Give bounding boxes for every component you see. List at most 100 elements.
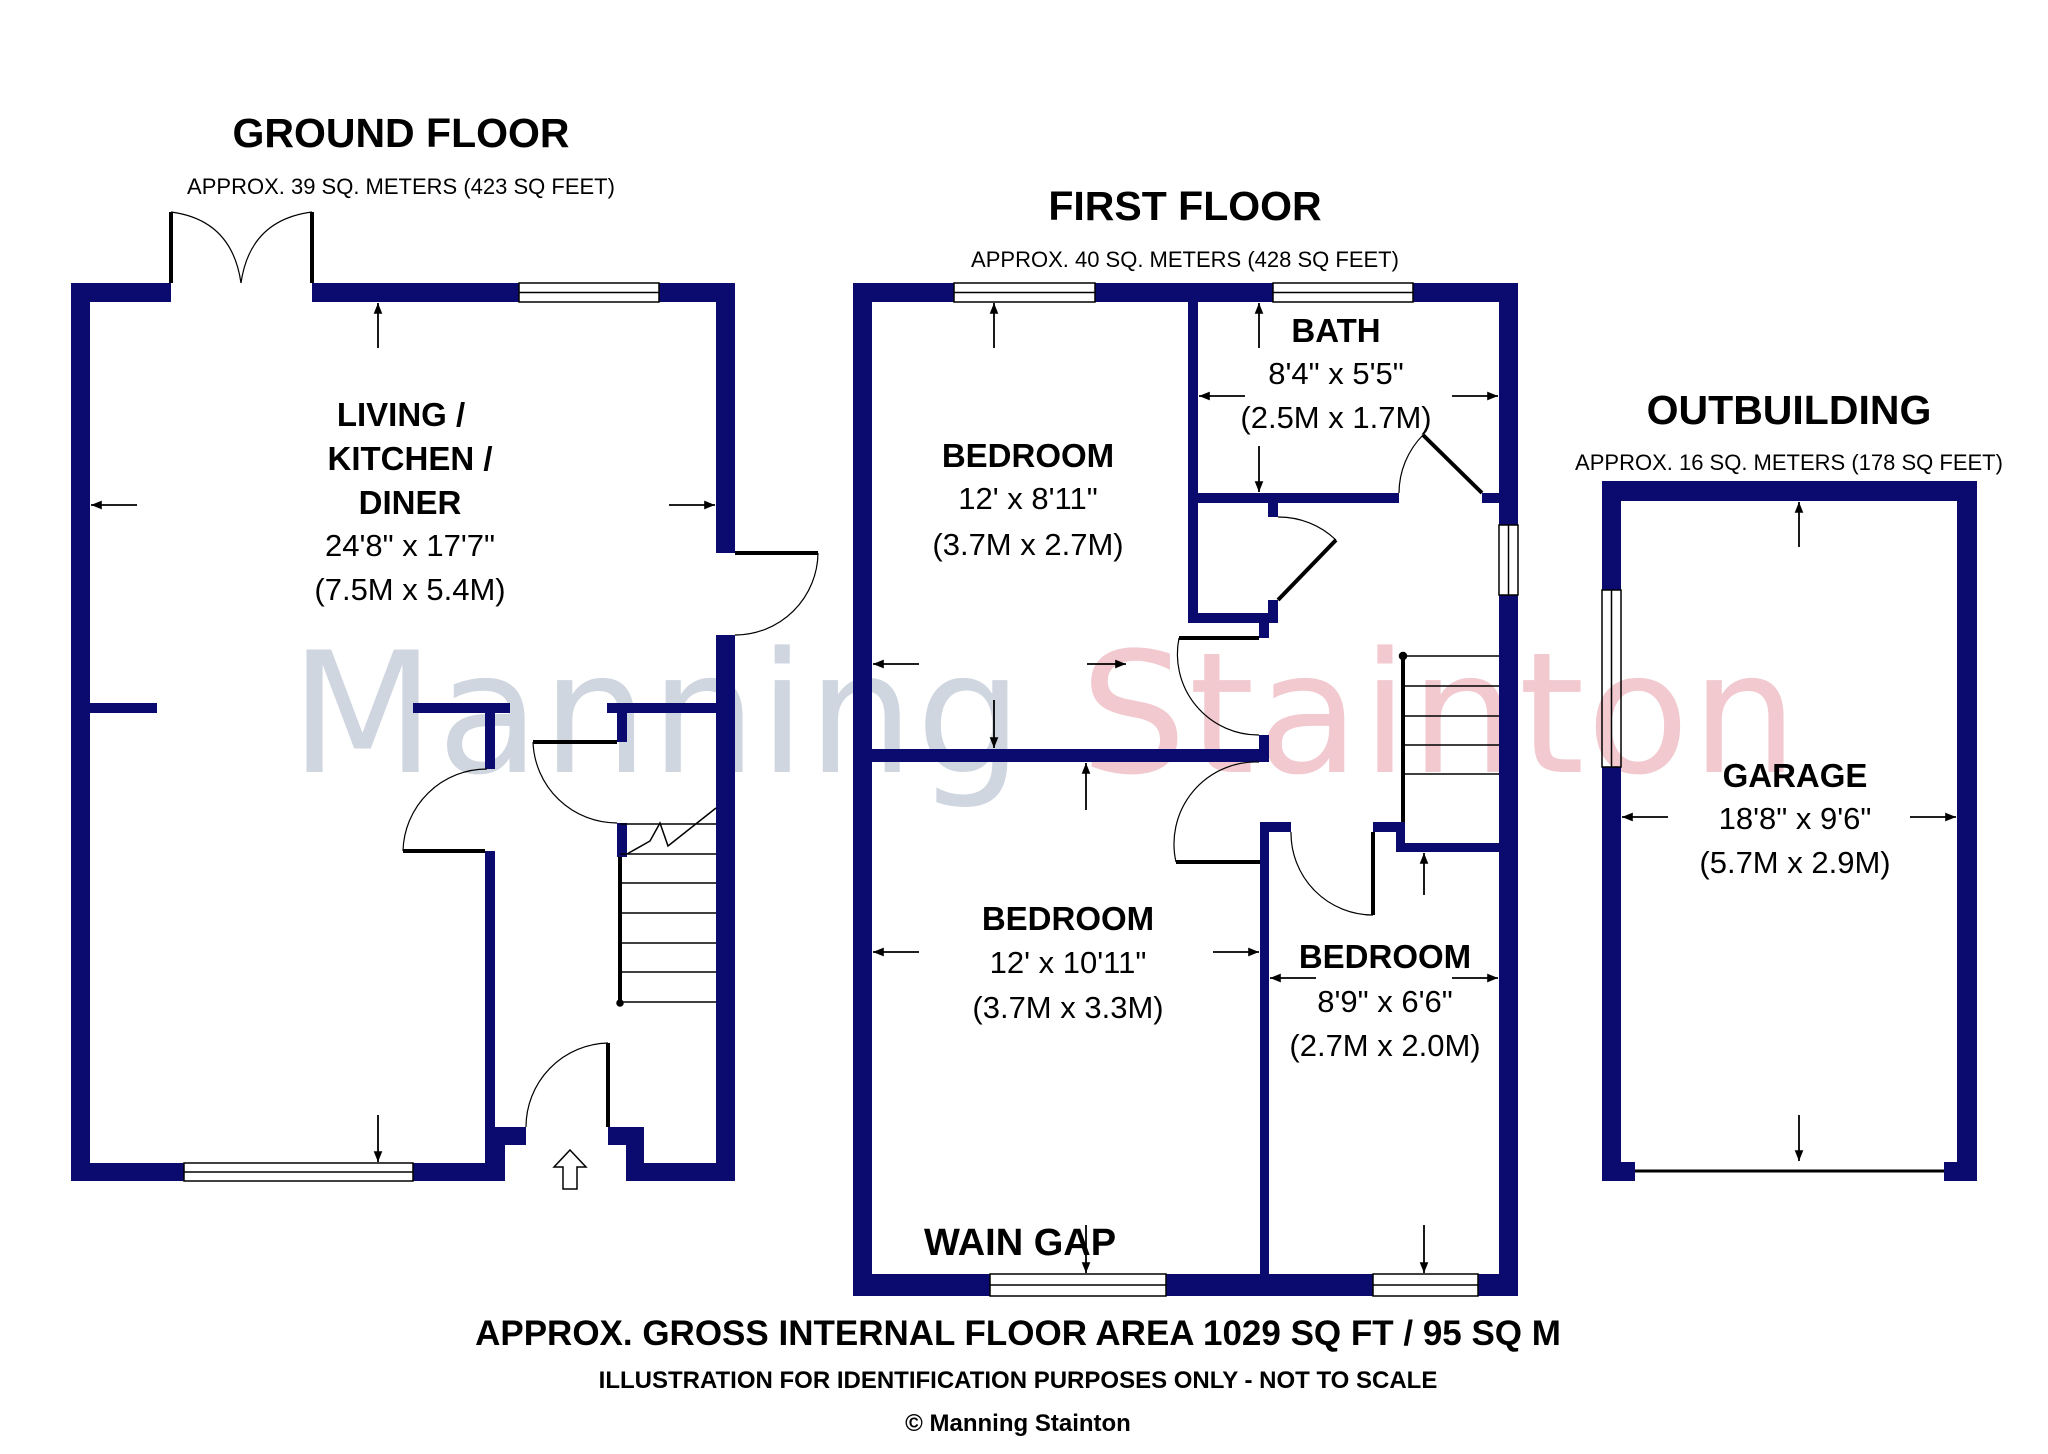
- wall: [1602, 767, 1621, 1181]
- wall: [1268, 503, 1278, 517]
- wall: [1188, 283, 1198, 623]
- wall: [716, 635, 735, 1181]
- ground-floor-area: APPROX. 39 SQ. METERS (423 SQ FEET): [187, 174, 615, 199]
- side-door: [734, 551, 819, 636]
- first-floor-fixtures: [873, 282, 1519, 1297]
- wall: [1259, 613, 1269, 638]
- disclaimer: ILLUSTRATION FOR IDENTIFICATION PURPOSES…: [598, 1367, 1438, 1394]
- room-dimensions-metric: (7.5M x 5.4M): [314, 572, 506, 607]
- wall: [90, 703, 157, 713]
- room-dimensions-metric: (3.7M x 3.3M): [972, 990, 1164, 1025]
- bedroom-door: [1176, 636, 1260, 736]
- room-name: LIVING /: [336, 396, 466, 433]
- watermark-word-stainton: Stainton: [1080, 616, 1800, 812]
- room-dimensions-imperial: 24'8" x 17'7": [324, 528, 496, 563]
- room-name: KITCHEN /: [327, 440, 493, 477]
- wall: [1602, 1162, 1635, 1181]
- wall: [626, 1163, 735, 1181]
- wall: [1166, 1274, 1373, 1296]
- wall: [485, 851, 495, 1127]
- wall: [485, 703, 495, 769]
- wall: [853, 283, 872, 1296]
- wall: [626, 1127, 644, 1181]
- wall: [1095, 283, 1273, 302]
- window: [953, 282, 1519, 1297]
- wall: [312, 283, 519, 302]
- hallway-door: [532, 740, 618, 824]
- french-doors: [169, 211, 314, 284]
- gross-floor-area: APPROX. GROSS INTERNAL FLOOR AREA 1029 S…: [475, 1314, 1561, 1353]
- room-name: BEDROOM: [981, 900, 1155, 937]
- bedroom-door: [1173, 761, 1260, 864]
- first-floor-area: APPROX. 40 SQ. METERS (428 SQ FEET): [971, 247, 1399, 272]
- ground-floor-plan: [71, 283, 735, 1181]
- outbuilding-title: OUTBUILDING: [1646, 387, 1932, 433]
- wall: [71, 283, 171, 302]
- wall: [1602, 481, 1621, 590]
- wall: [1482, 493, 1499, 503]
- wall: [1188, 493, 1399, 503]
- room-dimensions-imperial: 12' x 8'11": [958, 481, 1098, 516]
- room-name: GARAGE: [1722, 757, 1868, 794]
- window: [1601, 589, 1622, 768]
- wall: [617, 823, 627, 857]
- room-dimensions-metric: (2.7M x 2.0M): [1289, 1028, 1481, 1063]
- wall: [413, 1163, 505, 1181]
- wall: [413, 703, 510, 713]
- room-name: DINER: [358, 484, 462, 521]
- staircase: [1398, 651, 1499, 822]
- room-name: BEDROOM: [941, 437, 1115, 474]
- wall: [1478, 1274, 1518, 1296]
- living-room-door: [402, 768, 488, 853]
- dimension-arrow-icon: [91, 303, 715, 1162]
- ground-floor-fixtures: [91, 211, 819, 1190]
- room-name: BATH: [1291, 312, 1381, 349]
- first-floor-title: FIRST FLOOR: [1048, 183, 1322, 229]
- copyright: © Manning Stainton: [905, 1410, 1131, 1437]
- wall: [71, 283, 90, 1181]
- wall: [716, 283, 735, 553]
- wall: [1268, 600, 1278, 623]
- window: [183, 282, 660, 1182]
- wall: [617, 703, 627, 742]
- wall: [1260, 822, 1269, 1274]
- room-dimensions-metric: (3.7M x 2.7M): [932, 527, 1124, 562]
- wall: [1260, 822, 1291, 832]
- wall: [485, 1127, 505, 1181]
- wall: [1373, 822, 1405, 832]
- room-dimensions-imperial: 12' x 10'11": [989, 945, 1147, 980]
- wall: [71, 1163, 184, 1181]
- wall: [872, 749, 1268, 762]
- room-dimensions-metric: (2.5M x 1.7M): [1240, 400, 1432, 435]
- room-dimensions-imperial: 8'9" x 6'6": [1317, 984, 1453, 1019]
- wall: [1602, 481, 1977, 501]
- cupboard-door: [1276, 516, 1338, 602]
- outbuilding-fixtures: [1601, 501, 1956, 1173]
- wall: [1188, 613, 1278, 623]
- room-name: BEDROOM: [1298, 938, 1472, 975]
- wall: [1413, 283, 1518, 302]
- bath-door: [1398, 433, 1484, 495]
- street-name: WAIN GAP: [923, 1222, 1117, 1264]
- outbuilding-plan: [1602, 481, 1977, 1181]
- watermark: Manning Stainton: [290, 630, 1800, 798]
- room-dimensions-imperial: 18'8" x 9'6": [1718, 801, 1872, 836]
- ground-floor-title: GROUND FLOOR: [232, 110, 570, 156]
- room-dimensions-imperial: 8'4" x 5'5": [1268, 356, 1404, 391]
- wall: [1499, 595, 1518, 1296]
- front-door: [525, 1042, 610, 1128]
- bedroom-door: [1290, 831, 1375, 916]
- dimension-arrow-icon: [873, 303, 1498, 1273]
- wall: [607, 703, 716, 713]
- entrance-arrow-icon: [552, 1148, 588, 1190]
- wall: [1259, 735, 1269, 762]
- wall: [853, 1274, 990, 1296]
- first-floor-plan: [853, 283, 1518, 1296]
- wall: [1944, 1162, 1977, 1181]
- wall: [1499, 283, 1518, 525]
- outbuilding-area: APPROX. 16 SQ. METERS (178 SQ FEET): [1575, 450, 2003, 475]
- wall: [853, 283, 954, 302]
- watermark-word-manning: Manning: [290, 616, 1025, 812]
- room-dimensions-metric: (5.7M x 2.9M): [1699, 845, 1891, 880]
